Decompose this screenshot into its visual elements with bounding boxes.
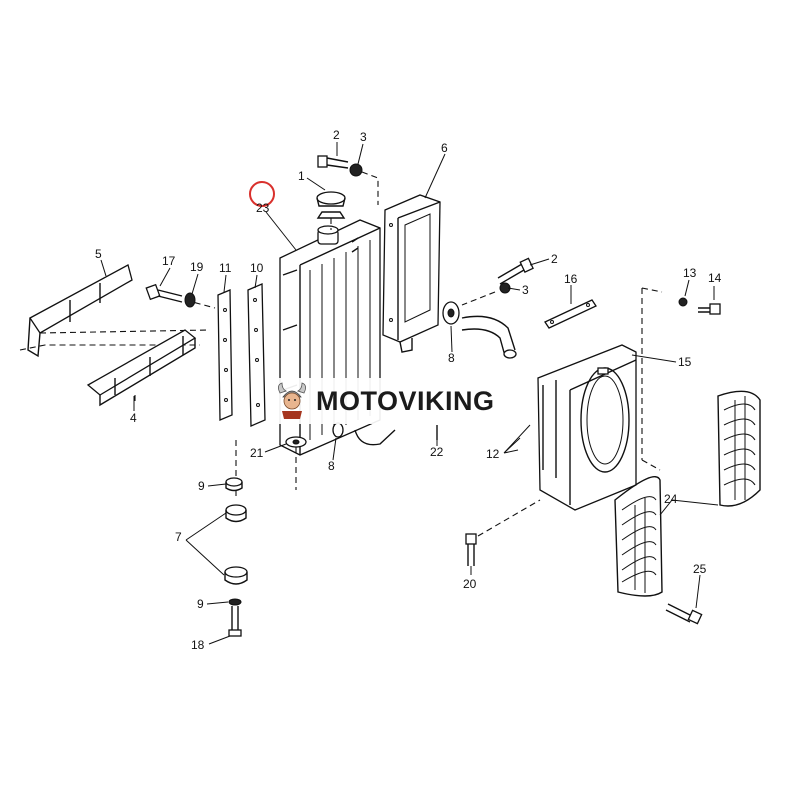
callout-15: 15 (678, 355, 692, 369)
callout-19: 19 (190, 260, 204, 274)
callout-25: 25 (693, 562, 707, 576)
strip-part-10 (247, 283, 266, 427)
brand-name: MOTOVIKING (316, 385, 495, 416)
overflow-tank-part-6 (382, 194, 441, 353)
viking-mascot-logo-icon (278, 382, 306, 419)
bolt-part-20 (465, 499, 541, 566)
callout-20: 20 (463, 577, 477, 591)
callout-11: 11 (219, 261, 232, 275)
washer-part-13 (678, 297, 688, 307)
fan-guard-part-24-rear (717, 390, 761, 507)
leader-lines (100, 142, 719, 645)
brand-watermark: MOTOVIKING (268, 378, 536, 424)
bolt-part-2-top (317, 155, 349, 169)
bolt-part-18 (228, 606, 242, 637)
callout-3-right: 3 (522, 283, 529, 297)
bolt-part-25 (665, 603, 703, 625)
callout-2-right: 2 (551, 252, 558, 266)
bracket-part-4 (86, 329, 197, 407)
shroud-plate-part-5 (19, 264, 211, 358)
washer-part-3-top (349, 163, 379, 205)
callout-labels: 2 3 1 6 23 5 17 19 11 10 2 3 16 13 14 15… (95, 128, 722, 652)
callout-3-top: 3 (360, 130, 367, 144)
hose (461, 315, 517, 359)
callout-16: 16 (564, 272, 578, 286)
callout-6: 6 (441, 141, 448, 155)
callout-23: 23 (256, 201, 270, 215)
mount-part-7-lower (224, 566, 248, 585)
radiator-cap-part-1 (316, 191, 346, 230)
callout-12: 12 (486, 447, 500, 461)
callout-18: 18 (191, 638, 205, 652)
hose-lower-part-22 (354, 425, 438, 446)
callout-14: 14 (708, 271, 722, 285)
callout-13: 13 (683, 266, 697, 280)
callout-17: 17 (162, 254, 176, 268)
callout-7: 7 (175, 530, 182, 544)
callout-24: 24 (664, 492, 678, 506)
callout-8-upper: 8 (448, 351, 455, 365)
callout-10: 10 (250, 261, 264, 275)
washer-part-21 (285, 436, 307, 490)
callout-21: 21 (250, 446, 264, 460)
callout-1: 1 (298, 169, 305, 183)
callout-22: 22 (430, 445, 444, 459)
callout-5: 5 (95, 247, 102, 261)
washer-part-3-right (461, 282, 511, 306)
bolt-part-2-right (497, 257, 534, 285)
bolt-part-17 (145, 283, 216, 309)
clamp-part-8-upper (442, 301, 460, 325)
fan-guard-part-24-front (614, 476, 663, 597)
fan-shroud-part-15 (537, 287, 663, 511)
strip-part-11 (217, 289, 233, 421)
bar-part-16 (544, 299, 597, 329)
bolt-part-14 (698, 303, 721, 315)
callout-2-top: 2 (333, 128, 340, 142)
callout-4: 4 (130, 411, 137, 425)
washer-part-9-upper (225, 477, 243, 492)
washer-part-19 (184, 292, 196, 308)
washer-part-9-lower (228, 598, 242, 606)
callout-8-lower: 8 (328, 459, 335, 473)
highlight-circle (249, 181, 275, 207)
callout-9-upper: 9 (198, 479, 205, 493)
callout-9-lower: 9 (197, 597, 204, 611)
clamp-part-8-lower (332, 422, 344, 438)
